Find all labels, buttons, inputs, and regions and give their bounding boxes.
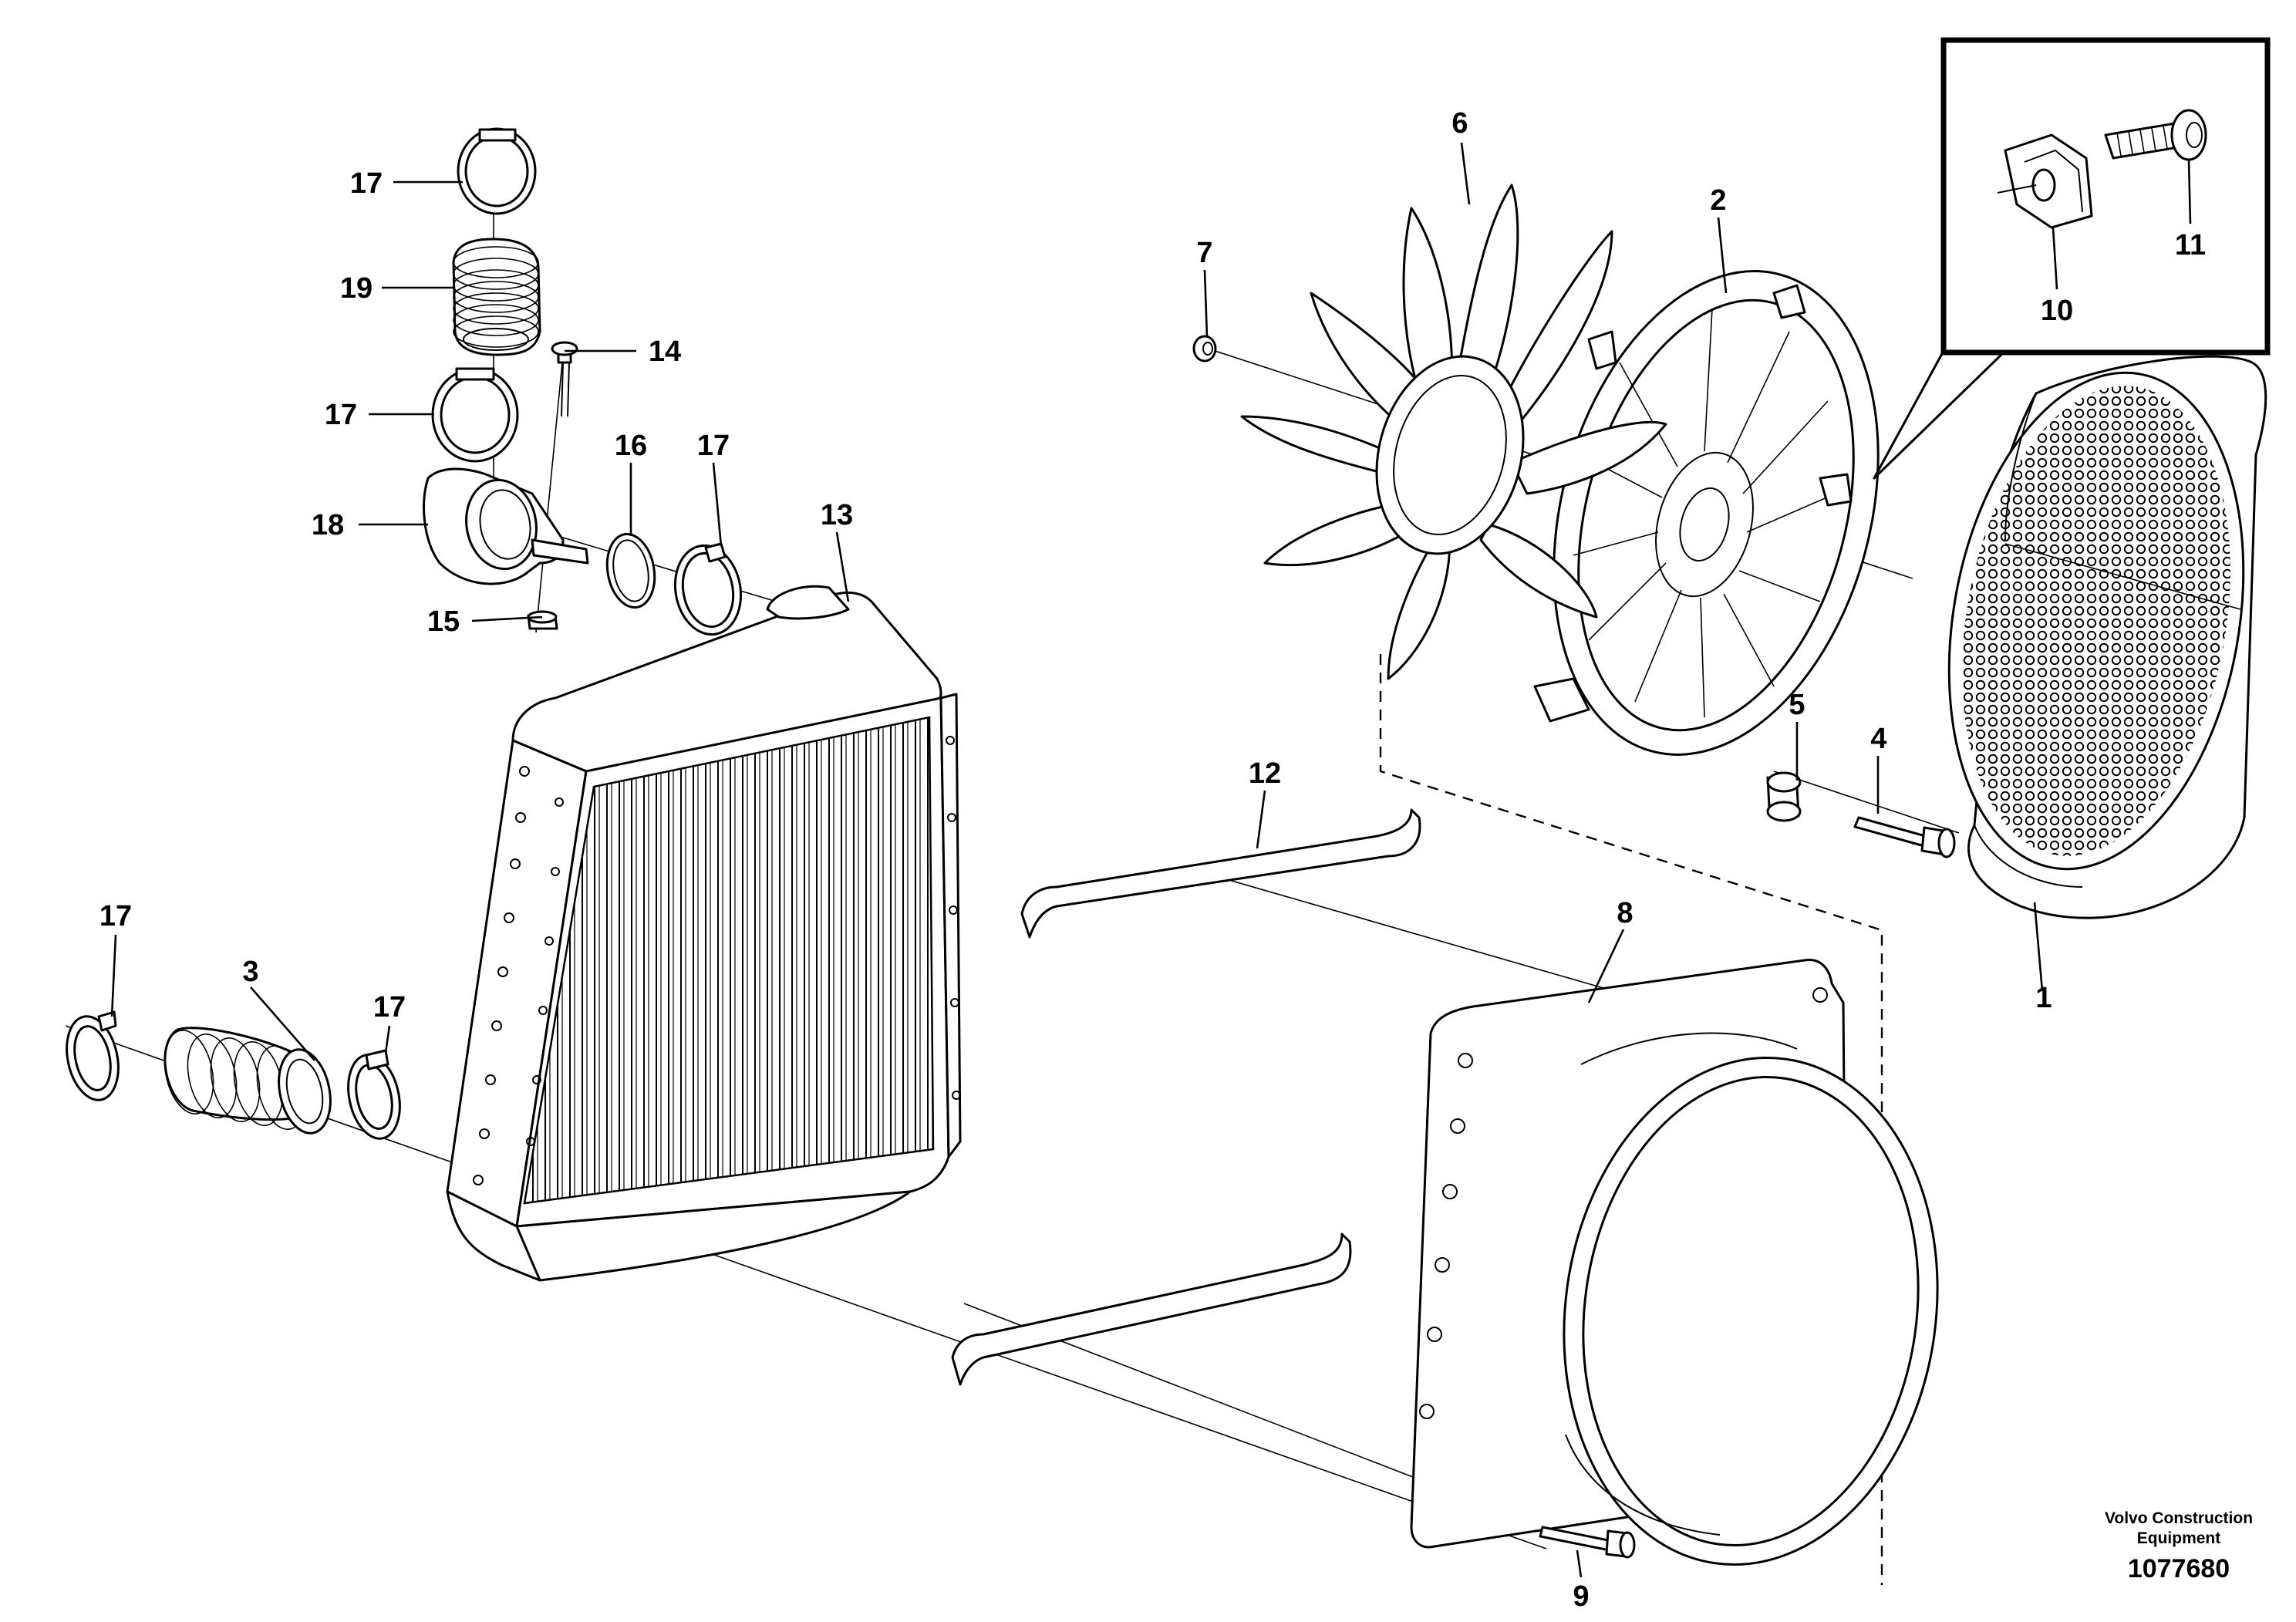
callout-7: 7 (1196, 237, 1212, 269)
callout-8: 8 (1617, 897, 1633, 929)
callout-11: 11 (2175, 229, 2206, 261)
callout-2: 2 (1710, 184, 1726, 217)
charge-air-cooler (446, 585, 962, 1282)
fan-ring-shroud (1533, 270, 1880, 756)
drawing-footer: Volvo Construction Equipment 1077680 (2105, 1509, 2253, 1583)
upper-clamp-17a (457, 127, 537, 215)
spacer-sleeve (1766, 771, 1802, 822)
lower-hose-assembly (66, 1010, 401, 1140)
fan-guard-grille (1928, 355, 2267, 919)
callout-17-right: 17 (697, 430, 730, 462)
callout-9: 9 (1573, 1580, 1589, 1613)
callout-6: 6 (1451, 107, 1468, 140)
callout-labels: 1 2 3 4 5 6 7 8 9 10 11 12 13 14 15 16 1… (99, 107, 2206, 1613)
elbow-pipe-18 (423, 467, 589, 585)
upper-clamp-17b (431, 367, 519, 463)
callout-14: 14 (649, 336, 681, 368)
mounting-screw-4 (1853, 816, 1956, 858)
bolt-14 (551, 341, 578, 417)
detail-inset (1873, 37, 2271, 480)
fan-shroud-plate (1410, 959, 1939, 1566)
upper-clamp-17c (673, 542, 743, 636)
callout-17-hose: 17 (373, 991, 406, 1023)
fan-nut (1192, 335, 1217, 363)
sealing-strip-upper (1020, 808, 1421, 939)
callout-5: 5 (1789, 689, 1805, 721)
bellows-19 (452, 238, 541, 356)
nut-15 (527, 610, 558, 630)
callout-17-mid: 17 (325, 399, 357, 431)
callout-12: 12 (1249, 757, 1281, 790)
callout-18: 18 (312, 509, 344, 541)
callout-19: 19 (340, 272, 373, 305)
mounting-screw-9 (1539, 1526, 1636, 1559)
callout-1: 1 (2035, 982, 2052, 1014)
callout-3: 3 (242, 956, 258, 988)
company-name-line2: Equipment (2137, 1529, 2221, 1547)
cooling-fan (1240, 184, 1667, 680)
callout-16: 16 (615, 430, 647, 462)
callout-17-left: 17 (99, 900, 132, 932)
callout-17-top: 17 (350, 167, 383, 200)
drawing-number: 1077680 (2128, 1554, 2230, 1583)
o-ring-16 (605, 532, 656, 609)
callout-leader-lines (110, 142, 2192, 1578)
sealing-strip-lower (951, 1233, 1352, 1386)
callout-15: 15 (427, 605, 460, 638)
company-name-line1: Volvo Construction (2105, 1509, 2253, 1527)
callout-13: 13 (821, 499, 853, 531)
callout-4: 4 (1870, 723, 1886, 755)
callout-10: 10 (2041, 295, 2073, 327)
